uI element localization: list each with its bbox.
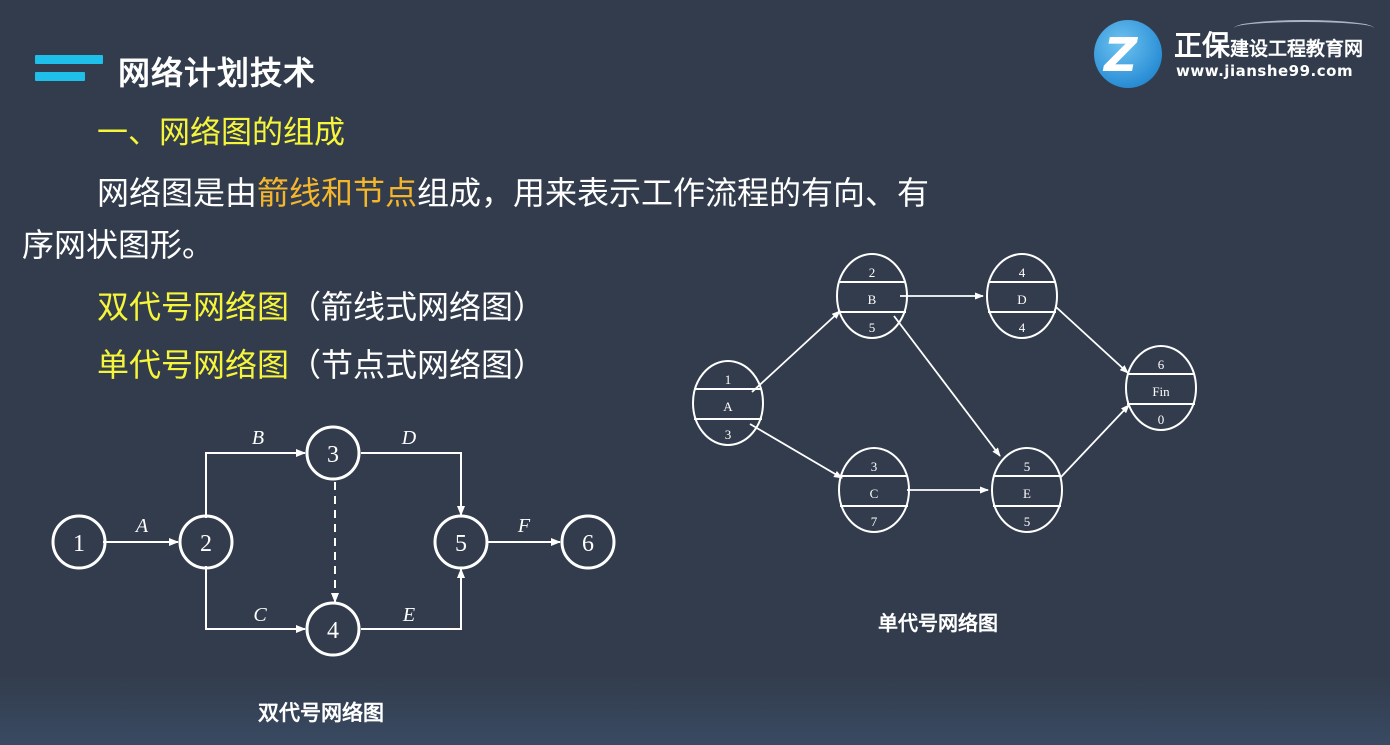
svg-text:4: 4 xyxy=(327,618,339,644)
svg-text:7: 7 xyxy=(871,514,878,529)
svg-text:3: 3 xyxy=(725,427,732,442)
svg-text:B: B xyxy=(252,427,264,449)
svg-text:B: B xyxy=(868,292,877,307)
svg-text:5: 5 xyxy=(1024,459,1031,474)
highlight-arrows-nodes: 箭线和节点 xyxy=(257,174,418,212)
svg-text:5: 5 xyxy=(1024,514,1031,529)
svg-text:C: C xyxy=(870,486,879,501)
aoa-network-diagram: 1 2 3 4 5 6 A B C D E F xyxy=(51,425,616,657)
svg-text:4: 4 xyxy=(1019,320,1026,335)
brand-url: www.jianshe99.com xyxy=(1176,62,1354,80)
svg-text:E: E xyxy=(1023,486,1031,501)
svg-text:D: D xyxy=(401,427,417,449)
brand-logo: Z 正保建设工程教育网 www.jianshe99.com xyxy=(1094,18,1384,88)
type-aon: 单代号网络图（节点式网络图） xyxy=(97,346,546,384)
svg-text:5: 5 xyxy=(869,320,876,335)
svg-text:5: 5 xyxy=(455,531,467,557)
aon-network-diagram: 1 A 3 2 B 5 3 C 7 4 D 4 5 E 5 6 Fin 0 xyxy=(692,253,1197,533)
svg-text:6: 6 xyxy=(1158,357,1165,372)
logo-z-icon: Z xyxy=(1094,20,1162,88)
svg-text:D: D xyxy=(1017,292,1026,307)
svg-text:1: 1 xyxy=(725,372,732,387)
svg-text:1: 1 xyxy=(73,531,85,557)
svg-text:0: 0 xyxy=(1158,412,1165,427)
aon-caption: 单代号网络图 xyxy=(878,611,998,635)
svg-text:2: 2 xyxy=(869,265,876,280)
svg-text:6: 6 xyxy=(582,531,594,557)
definition-paragraph: 网络图是由箭线和节点组成，用来表示工作流程的有向、有 xyxy=(97,174,930,212)
svg-text:A: A xyxy=(723,399,733,414)
aoa-caption: 双代号网络图 xyxy=(258,701,384,725)
background-decoration xyxy=(0,675,1390,745)
svg-text:4: 4 xyxy=(1019,265,1026,280)
svg-text:C: C xyxy=(253,604,267,626)
svg-text:2: 2 xyxy=(200,531,212,557)
svg-text:Fin: Fin xyxy=(1152,384,1170,399)
definition-paragraph-line2: 序网状图形。 xyxy=(22,226,215,264)
page-title: 网络计划技术 xyxy=(118,54,317,92)
brand-name: 正保建设工程教育网 xyxy=(1174,29,1364,62)
svg-text:A: A xyxy=(134,515,149,537)
type-aoa: 双代号网络图（箭线式网络图） xyxy=(97,288,546,326)
svg-text:E: E xyxy=(402,604,415,626)
svg-text:3: 3 xyxy=(871,459,878,474)
section-title: 一、网络图的组成 xyxy=(97,115,345,151)
svg-text:3: 3 xyxy=(327,442,339,468)
svg-text:F: F xyxy=(517,515,531,537)
